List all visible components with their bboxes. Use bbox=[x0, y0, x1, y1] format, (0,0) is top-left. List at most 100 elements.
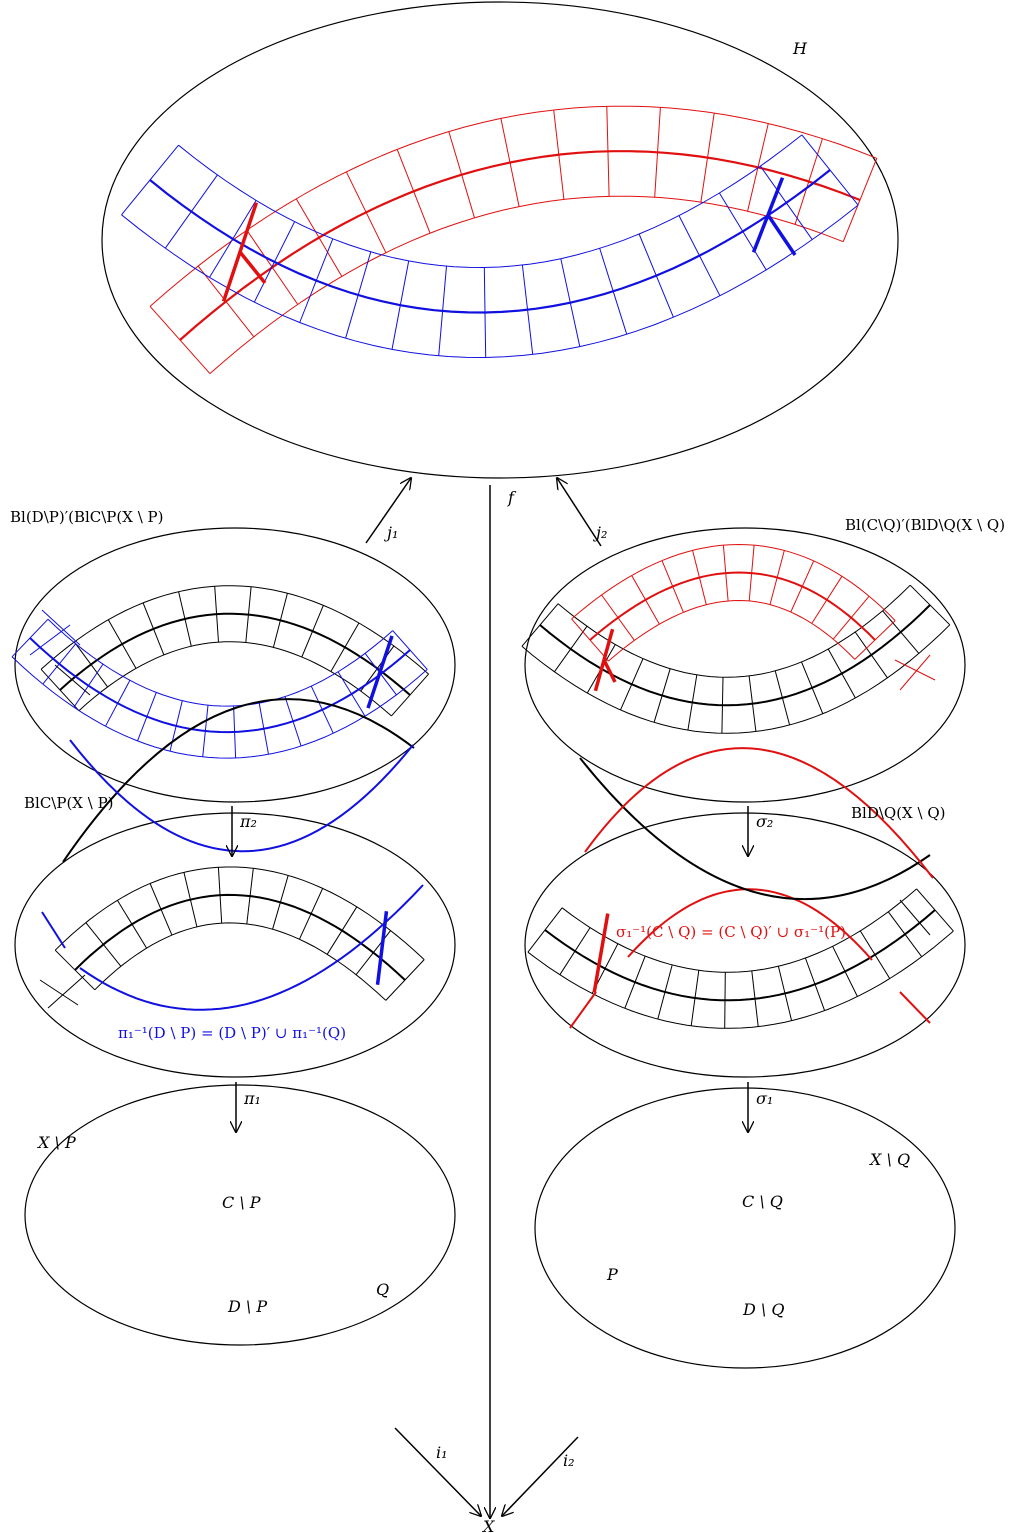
H-red-ribbon-rung bbox=[197, 265, 255, 338]
TR-red-ribbon-rung bbox=[748, 545, 755, 602]
TR-red-ribbon-center-curve bbox=[589, 571, 876, 641]
MR-black-stub bbox=[899, 899, 931, 936]
label-pi2: π₂ bbox=[239, 812, 257, 831]
ML-blue-stub bbox=[41, 911, 66, 949]
TR-black-ribbon-rung bbox=[854, 631, 888, 679]
MR-black-ribbon-rung bbox=[916, 888, 954, 932]
MR-black-ribbon-rung bbox=[832, 946, 858, 997]
ML-black-ribbon-rung bbox=[326, 906, 358, 955]
H-red-ribbon-center-curve bbox=[179, 150, 861, 341]
MR-red-stub bbox=[569, 991, 597, 1029]
TR-black-ribbon-edge-b bbox=[557, 584, 911, 678]
space-top-right-ellipse bbox=[524, 527, 966, 803]
TR-red-ribbon-rung bbox=[631, 575, 660, 625]
TR-red-stub-a bbox=[894, 659, 936, 681]
label-bottom-left-space: X \ P bbox=[36, 1133, 76, 1152]
MR-black-ribbon-rung bbox=[777, 966, 793, 1021]
TL-black-ribbon-rung bbox=[142, 602, 165, 656]
label-H: H bbox=[792, 39, 808, 58]
TR-black-ribbon-rung bbox=[774, 670, 791, 726]
TL-black-stub bbox=[54, 664, 91, 696]
H-red-ribbon-rung bbox=[149, 306, 211, 374]
label-j1: j₁ bbox=[384, 523, 398, 542]
MR-black-ribbon-rung bbox=[657, 964, 673, 1020]
space-bottom-left-ellipse bbox=[24, 1084, 456, 1346]
TL-black-ribbon-rung bbox=[178, 591, 192, 647]
ML-black-ribbon-rung bbox=[116, 900, 148, 949]
H-red-fiber-left-branch bbox=[238, 250, 267, 285]
MR-black-ribbon-rung bbox=[527, 907, 563, 953]
TL-blue-ribbon-edge-b bbox=[47, 618, 394, 707]
ML-black-ribbon-rung bbox=[355, 930, 391, 976]
H-blue-ribbon-rung bbox=[164, 174, 218, 249]
ML-black-ribbon-rung bbox=[183, 872, 198, 927]
label-D-minus-Q: D \ Q bbox=[742, 1300, 785, 1319]
ML-black-ribbon-edge-a bbox=[94, 922, 387, 1001]
label-i1: i₁ bbox=[436, 1443, 448, 1462]
H-red-ribbon-rung bbox=[606, 106, 610, 197]
MR-black-ribbon-rung bbox=[559, 927, 591, 975]
H-blue-ribbon-rung bbox=[560, 258, 581, 347]
TL-blue-ribbon-rung bbox=[310, 685, 334, 734]
TR-red-fiber-branch bbox=[602, 659, 617, 683]
TL-blue-ribbon-rung bbox=[202, 705, 209, 757]
space-H-ellipse bbox=[101, 1, 899, 479]
TL-blue-ribbon-rung bbox=[284, 696, 302, 747]
label-C-minus-P: C \ P bbox=[222, 1193, 261, 1212]
H-blue-ribbon-rung bbox=[521, 264, 534, 355]
TL-black-ribbon-rung bbox=[330, 622, 360, 672]
label-D-minus-P: D \ P bbox=[227, 1297, 267, 1316]
label-sigma1: σ₁ bbox=[756, 1089, 773, 1108]
space-bottom-right-ellipse bbox=[534, 1087, 956, 1369]
H-red-ribbon-rung bbox=[654, 107, 661, 198]
TL-blue-ribbon-edge-a bbox=[11, 656, 428, 759]
TL-blue-ribbon-rung bbox=[137, 692, 157, 742]
TL-black-ribbon-edge-b bbox=[40, 585, 429, 675]
H-blue-ribbon-rung bbox=[253, 221, 296, 303]
TR-red-ribbon-rung bbox=[571, 618, 609, 662]
arrow-i2 bbox=[502, 1436, 579, 1516]
TR-red-ribbon-rung bbox=[769, 550, 785, 605]
H-exceptional-ribbons bbox=[121, 105, 878, 374]
H-red-ribbon-rung bbox=[396, 149, 431, 234]
TR-black-ribbon-rung bbox=[687, 674, 698, 731]
H-blue-ribbon-rung bbox=[345, 251, 372, 339]
MR-black-ribbon-rung bbox=[804, 957, 826, 1011]
TR-red-ribbon-rung bbox=[661, 560, 684, 613]
TR-black-ribbon-edge-a bbox=[521, 624, 951, 734]
ML-black-stub-b bbox=[47, 974, 86, 1009]
H-red-ribbon-rung bbox=[842, 158, 878, 242]
curve-C-minus-P bbox=[62, 698, 415, 863]
label-i2: i₂ bbox=[563, 1451, 575, 1470]
MR-black-ribbon-rung bbox=[690, 970, 700, 1026]
label-j2: j₂ bbox=[593, 523, 607, 542]
TR-red-ribbon-rung bbox=[790, 560, 815, 613]
H-blue-ribbon-rung bbox=[599, 248, 628, 335]
ML-blue-curve bbox=[79, 884, 424, 1011]
TR-black-ribbon-rung bbox=[653, 668, 671, 723]
MR-red-fiber bbox=[592, 913, 610, 993]
H-red-ribbon-rung bbox=[700, 113, 715, 203]
TL-blue-ribbon-rung bbox=[392, 630, 428, 670]
TL-black-ribbon-rung bbox=[107, 619, 137, 669]
TR-black-ribbon-rung bbox=[521, 603, 559, 647]
H-red-ribbon-edge-a bbox=[209, 195, 844, 374]
H-blue-ribbon-rung bbox=[299, 238, 334, 323]
label-P: P bbox=[606, 1265, 618, 1284]
MR-black-ribbon-edge-b bbox=[561, 888, 917, 973]
TL-blue-ribbon-center-curve bbox=[29, 637, 411, 734]
ML-black-ribbon-rung bbox=[85, 922, 122, 967]
TL-black-ribbon-rung bbox=[73, 641, 109, 688]
H-red-ribbon-rung bbox=[295, 198, 343, 277]
TR-red-ribbon-edge-b bbox=[571, 543, 896, 621]
label-top-left-space: Bl(D\P)′(BlC\P(X \ P) bbox=[10, 508, 163, 526]
top-left-ribbons bbox=[11, 585, 429, 759]
label-sigma2: σ₂ bbox=[756, 812, 773, 831]
TL-blue-ribbon-rung bbox=[105, 680, 131, 727]
H-red-ribbon-rung bbox=[500, 118, 520, 207]
TR-red-ribbon-rung bbox=[832, 595, 870, 640]
H-blue-ribbon-rung bbox=[801, 134, 859, 206]
arrow-j1 bbox=[365, 478, 411, 544]
mid-left-ribbons bbox=[39, 866, 425, 1011]
